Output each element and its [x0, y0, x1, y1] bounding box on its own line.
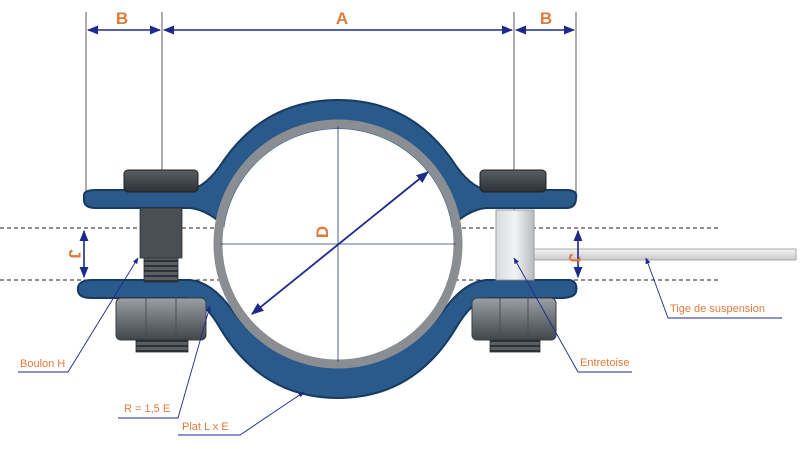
bolt-head-left: [123, 169, 199, 193]
bolt-tail-right: [489, 339, 541, 353]
nut-right: [471, 297, 557, 341]
nut-left: [115, 297, 207, 341]
leader-boulon: [18, 257, 139, 373]
callout-plat: Plat L x E: [182, 421, 229, 433]
dim-label-j-right: J: [565, 253, 584, 262]
callout-boulon: Boulon H: [20, 358, 65, 370]
leader-tige: [645, 257, 782, 319]
dim-label-b-right: B: [540, 9, 552, 28]
bolt-tail-left: [135, 339, 189, 353]
dim-label-b-left: B: [116, 9, 128, 28]
pipe-ring: [213, 119, 463, 369]
callout-rayon: R = 1,5 E: [124, 403, 170, 415]
dim-label-a: A: [336, 9, 348, 28]
leader-entretoise: [513, 257, 632, 373]
leader-rayon: [118, 305, 211, 419]
bolt-head-right: [479, 169, 547, 193]
leader-plat: [178, 391, 305, 436]
dim-arrow-diameter: [251, 171, 429, 315]
bolt-thread-left: [143, 257, 179, 283]
callout-tige: Tige de suspension: [670, 303, 765, 315]
spacer-entretoise: [495, 209, 535, 281]
callout-entretoise: Entretoise: [580, 357, 630, 369]
bolt-shank-left: [139, 207, 183, 259]
dim-label-j-left: J: [65, 249, 84, 258]
dim-label-diameter: D: [313, 226, 332, 238]
